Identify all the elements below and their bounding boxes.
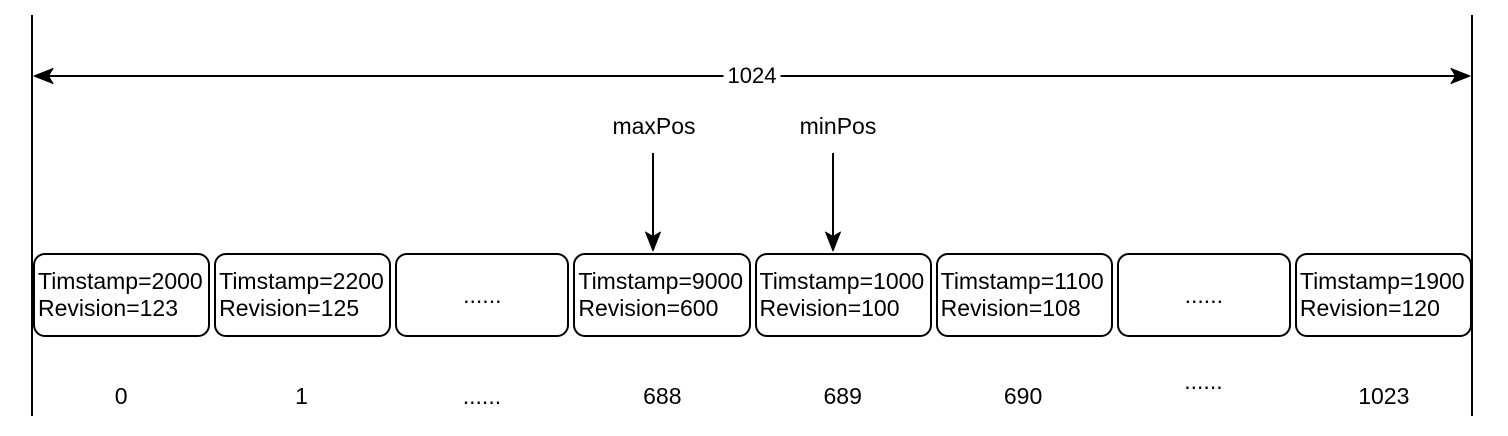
min-pos-arrow <box>825 153 841 252</box>
array-cell: Timstamp=2200 Revision=125 <box>214 253 392 337</box>
cell-timestamp: Timstamp=1000 <box>759 268 925 294</box>
cell-timestamp: Timstamp=1900 <box>1299 268 1465 294</box>
min-pos-label: minPos <box>799 113 877 139</box>
cell-index-label: 688 <box>643 383 682 409</box>
max-pos-label: maxPos <box>612 113 696 139</box>
cell-revision: Revision=120 <box>1299 295 1440 321</box>
cell-revision: Revision=108 <box>940 295 1081 321</box>
arrowhead-left-icon <box>33 68 54 84</box>
cell-timestamp: Timstamp=1100 <box>940 268 1104 294</box>
array-cell: Timstamp=1100 Revision=108 <box>935 253 1113 337</box>
cell-timestamp: Timstamp=2000 <box>38 268 203 294</box>
cell-index-label: 690 <box>1003 383 1043 409</box>
array-cell: Timstamp=2000 Revision=123 <box>33 253 211 337</box>
cell-index-label: 1023 <box>1358 383 1410 409</box>
array-cell-ellipsis: ...... <box>395 253 570 337</box>
arrowhead-down-icon <box>645 231 661 252</box>
cell-timestamp: Timstamp=2200 <box>219 268 384 294</box>
array-cell-ellipsis: ...... <box>1116 253 1291 337</box>
arrowhead-right-icon <box>1450 68 1471 84</box>
max-pos-arrow <box>645 153 661 252</box>
capacity-label: 1024 <box>723 62 781 89</box>
cell-revision: Revision=600 <box>578 295 719 321</box>
cell-ellipsis-text: ...... <box>1184 281 1223 308</box>
cell-index-label: ...... <box>1184 368 1223 394</box>
array-cell: Timstamp=1900 Revision=120 <box>1294 253 1472 337</box>
cell-index-label: ...... <box>462 383 502 409</box>
cell-revision: Revision=123 <box>38 295 179 321</box>
cell-timestamp: Timstamp=9000 <box>578 268 744 294</box>
arrowhead-down-icon <box>825 231 841 252</box>
cell-ellipsis-text: ...... <box>463 281 502 308</box>
cell-revision: Revision=100 <box>759 295 900 321</box>
cell-revision: Revision=125 <box>219 295 360 321</box>
array-cell: Timstamp=1000 Revision=100 <box>754 253 932 337</box>
index-row: 0 1 ...... 688 689 690 ...... 1023 <box>33 368 1472 410</box>
cell-index-label: 0 <box>114 383 128 409</box>
cell-index-label: 689 <box>823 383 862 409</box>
cell-index-label: 1 <box>295 383 308 409</box>
array-cell: Timstamp=9000 Revision=600 <box>573 253 751 337</box>
buffer-cells-row: Timstamp=2000 Revision=123 Timstamp=2200… <box>33 253 1472 337</box>
